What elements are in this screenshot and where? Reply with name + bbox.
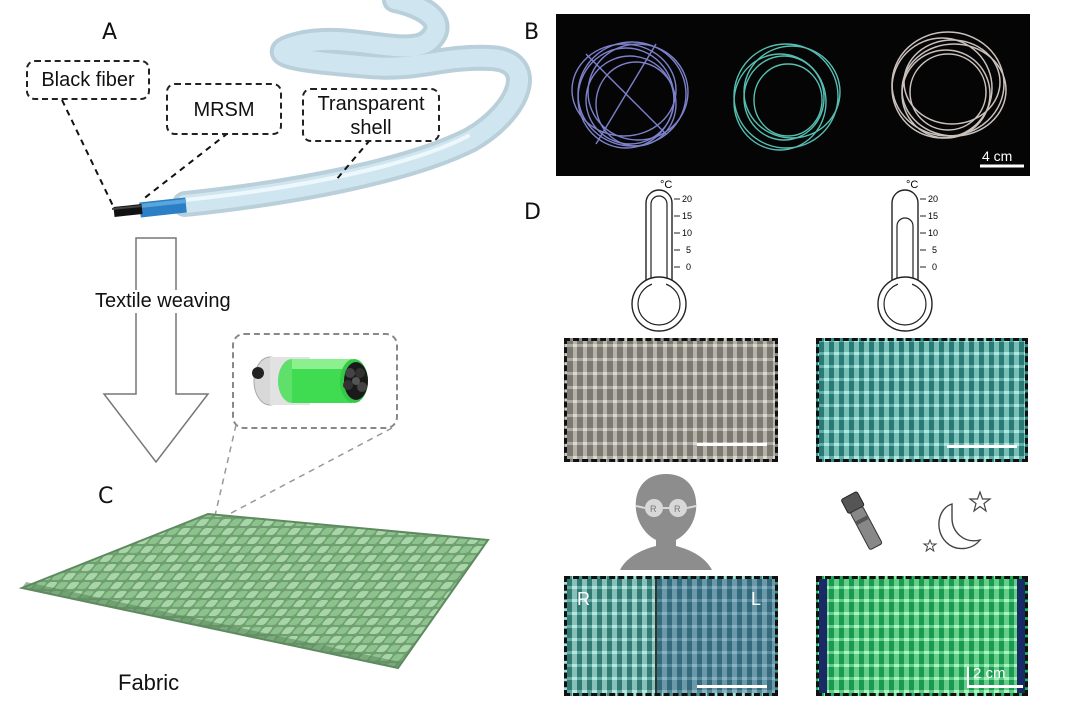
callout-shell-line1: Transparent [317,93,425,115]
photo-label-r: R [577,589,590,609]
fiber-coils-photo [556,14,1030,176]
panel-a-letter: A [102,20,118,45]
tick-cold-0: 0 [686,262,691,272]
callout-mrsm: MRSM [166,83,282,135]
panel-b-letter: B [524,20,540,45]
eye-letter-left: R [650,504,657,514]
woven-fabric [18,512,490,670]
callout-mrsm-text: MRSM [193,99,255,121]
photo-label-l: L [751,589,762,609]
fabric-photo-warm [816,338,1028,462]
scale-bar-b-label: 4 cm [982,148,1013,164]
eye-letter-right: R [674,504,681,514]
callout-black-fiber-text: Black fiber [41,69,135,91]
fiber-coils [571,31,1024,168]
flashlight-icon [841,491,883,550]
panel-d-letter: D [524,200,541,225]
fiber-illustration [61,0,532,218]
weaving-arrow [102,237,210,464]
callout-shell-line2: shell [350,117,392,139]
scale-bar-d-label: 2 cm [973,665,1006,682]
fiber-cross-section [252,356,368,406]
fabric-photo-cold [564,338,778,462]
tick-warm-20: 20 [928,194,938,204]
thermometer-cold-unit: °C [660,179,672,191]
fabric-label: Fabric [118,670,180,695]
panel-c-letter: C [98,484,114,509]
callout-transparent-shell: Transparent shell [302,88,440,142]
callout-black-fiber: Black fiber [26,60,150,100]
fabric-photo-eye-pattern: R L [564,576,778,696]
tick-warm-10: 10 [928,228,938,238]
thermometer-cold: °C 20 15 10 5 0 [631,179,692,332]
tick-cold-5: 5 [686,245,691,255]
thermometer-warm: °C 20 15 10 5 0 [877,179,938,332]
tick-warm-15: 15 [928,211,938,221]
inset-leader-lines [213,424,393,521]
moon-stars-icon [922,490,992,553]
tick-cold-15: 15 [682,211,692,221]
tick-warm-5: 5 [932,245,937,255]
tick-cold-10: 10 [682,228,692,238]
person-with-glasses-icon: R R [620,474,712,570]
tick-cold-20: 20 [682,194,692,204]
textile-weaving-label: Textile weaving [93,290,233,313]
tick-warm-0: 0 [932,262,937,272]
thermometer-warm-unit: °C [906,179,918,191]
fabric-photo-glow: 2 cm [816,576,1028,696]
